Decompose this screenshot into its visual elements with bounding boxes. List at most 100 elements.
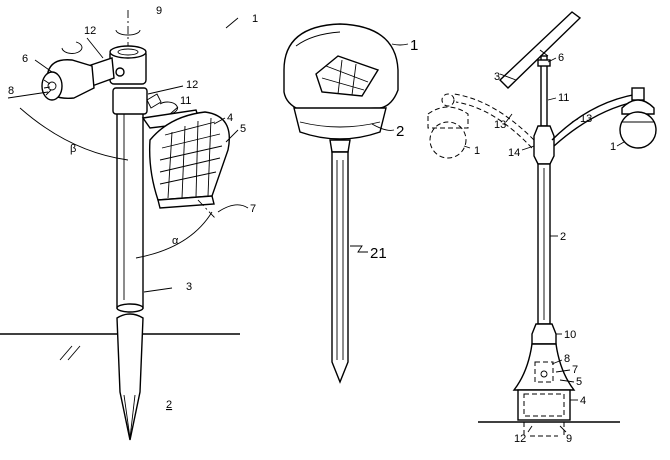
panel-normal-line: [197, 199, 216, 219]
left-lamp-globe-alt: [429, 121, 467, 159]
lamp-lens: [41, 71, 63, 101]
label-fig3-13b: 13: [580, 113, 592, 125]
leader-fig3-3: [499, 73, 517, 81]
label-fig1-7: 7: [250, 203, 256, 215]
dome-stake: [331, 151, 349, 384]
clamp-screw: [146, 93, 162, 109]
leader-fig2-1: [391, 43, 409, 46]
leader-fig3-6: [547, 57, 557, 63]
dome-highlight: [295, 31, 341, 47]
label-fig1-6: 6: [22, 53, 28, 65]
right-lamp-mount: [631, 87, 645, 101]
rotation-arrow-lamp: [61, 41, 83, 54]
left-lamp-mount-alt: [441, 93, 455, 107]
stake-edge: [129, 394, 136, 439]
leader-fig3-8: [551, 359, 563, 365]
leader-fig3-11: [547, 97, 557, 101]
label-fig2-1: 1: [410, 37, 418, 54]
foundation-hidden: [523, 422, 565, 437]
label-fig3-3: 3: [494, 71, 500, 83]
panel-edge: [157, 195, 215, 209]
leader-11: [169, 106, 179, 115]
leader-fig2-2: [371, 123, 395, 131]
right-lamp-globe: [619, 111, 657, 149]
dome-cell-grid: [321, 59, 369, 96]
upper-joint-cap: [109, 45, 147, 59]
base-box-inner: [523, 393, 565, 417]
label-fig3-5: 5: [576, 376, 582, 388]
label-fig2-2: 2: [396, 123, 404, 140]
label-fig3-10: 10: [564, 329, 576, 341]
leader-5: [225, 129, 239, 143]
label-fig1-alpha: α: [172, 235, 179, 247]
clamp-collar: [112, 87, 148, 115]
label-fig1-12b: 12: [186, 79, 198, 91]
ground-stake: [116, 313, 144, 441]
pole-collar: [531, 323, 557, 345]
pole-flare: [512, 343, 576, 391]
leader-7: [217, 204, 249, 213]
label-fig3-8: 8: [564, 353, 570, 365]
label-fig3-11: 11: [558, 92, 569, 104]
leader-fig3-1a: [463, 145, 471, 149]
label-fig1-4: 4: [227, 112, 233, 124]
base-hidden-compartment: [534, 361, 554, 383]
leader-6: [34, 59, 53, 73]
label-fig1-3: 3: [186, 281, 192, 293]
leader-4: [213, 117, 226, 125]
leader-fig2-21: [350, 245, 368, 253]
leader-1: [225, 17, 239, 29]
label-fig3-13a: 13: [494, 119, 506, 131]
lamp-ray: [43, 79, 51, 85]
label-fig1-8: 8: [8, 85, 14, 97]
leader-12-top: [86, 37, 104, 59]
label-fig1-5: 5: [240, 123, 246, 135]
angle-alpha-arc: [135, 211, 213, 259]
leader-fig3-7: [555, 369, 571, 373]
stake-socket: [329, 139, 351, 153]
label-fig3-7: 7: [572, 364, 578, 376]
label-fig3-12: 12: [514, 433, 526, 445]
leader-fig3-12: [527, 425, 533, 433]
label-fig1-9: 9: [156, 5, 162, 17]
leader-fig3-1b: [616, 141, 625, 147]
figure-1-solar-spotlight: 1 9 12 6 8 12 11 4 5 β 7 α 3 2: [0, 5, 258, 441]
leader-fig3-9: [559, 425, 567, 433]
left-arm-alt-lower: [455, 101, 533, 149]
leader-fig3-13b: [571, 118, 579, 123]
label-fig1-12a: 12: [84, 25, 96, 37]
lamp-ray: [45, 89, 52, 96]
left-lamp-hood-alt: [427, 106, 469, 129]
upper-joint-hole: [117, 48, 139, 56]
joint-pivot: [115, 67, 125, 77]
label-fig3-14: 14: [508, 147, 520, 159]
rotation-arrow-top: [115, 29, 141, 36]
leader-fig3-5: [559, 379, 575, 383]
label-fig3-9: 9: [566, 433, 572, 445]
right-arm: [551, 93, 639, 141]
base-plug: [540, 370, 548, 378]
panel-divider: [539, 49, 549, 57]
ground-hatch: [59, 345, 73, 361]
leader-12-mid: [147, 85, 184, 95]
label-fig3-1b: 1: [610, 141, 616, 153]
label-fig1-11: 11: [180, 95, 191, 107]
label-fig3-6: 6: [558, 52, 564, 64]
left-arm-alt-position: [453, 93, 535, 141]
panel-cell-grid: [159, 117, 223, 199]
leader-fig3-13a: [505, 113, 513, 123]
ground-hatch: [67, 345, 81, 361]
leader-fig3-14: [521, 145, 535, 151]
dome-base: [293, 107, 387, 140]
label-fig1-1: 1: [252, 13, 258, 25]
leader-3: [143, 287, 173, 293]
label-fig2-21: 21: [370, 245, 387, 262]
label-fig3-2: 2: [560, 231, 566, 243]
rotation-arrow-panel: [159, 101, 178, 115]
lamp-axis-line: [7, 91, 49, 99]
mast-collar: [537, 59, 551, 67]
base-box: [517, 389, 571, 421]
street-joint: [533, 125, 555, 165]
